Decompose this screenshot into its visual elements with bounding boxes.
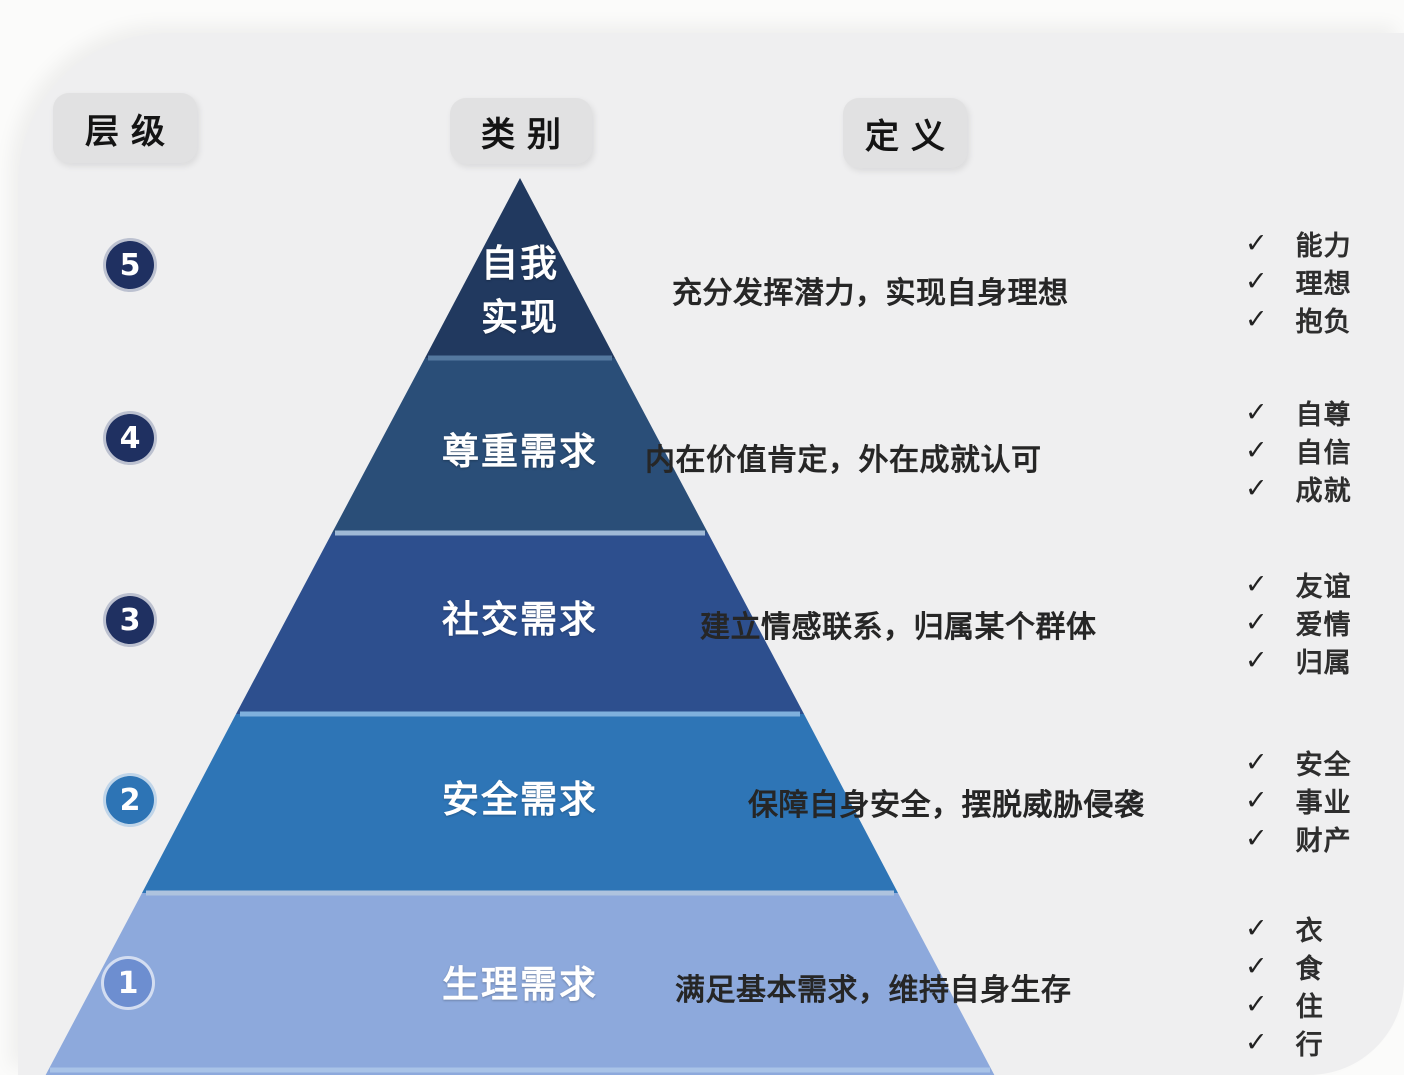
keyword-label: 安全 xyxy=(1295,750,1352,781)
check-icon: ✓ xyxy=(1245,785,1268,816)
keyword-item: ✓ 自信 xyxy=(1245,431,1352,470)
keyword-item: ✓食 xyxy=(1245,947,1324,986)
check-icon: ✓ xyxy=(1245,747,1268,778)
level-number-badge: 4 xyxy=(103,411,157,465)
pyramid-level-label: 社交需求 xyxy=(442,598,598,641)
keyword-label: 爱情 xyxy=(1295,610,1352,641)
pyramid-level-label: 生理需求 xyxy=(442,963,598,1006)
keyword-item: ✓ 自尊 xyxy=(1245,393,1352,432)
keyword-item: ✓ 事业 xyxy=(1245,781,1352,820)
keyword-item: ✓ 爱情 xyxy=(1245,603,1352,642)
pyramid-level-label: 尊重需求 xyxy=(442,430,598,473)
check-icon: ✓ xyxy=(1245,266,1268,297)
keyword-label: 事业 xyxy=(1295,788,1352,819)
check-icon: ✓ xyxy=(1245,397,1268,428)
keyword-label: 友谊 xyxy=(1295,572,1352,603)
check-icon: ✓ xyxy=(1245,304,1268,335)
check-icon: ✓ xyxy=(1245,989,1268,1020)
check-icon: ✓ xyxy=(1245,435,1268,466)
keyword-label: 住 xyxy=(1295,992,1324,1023)
pyramid-band-4 xyxy=(332,358,708,533)
check-icon: ✓ xyxy=(1245,569,1268,600)
level-definition: 充分发挥潜力，实现自身理想 xyxy=(672,276,1069,311)
check-icon: ✓ xyxy=(1245,913,1268,944)
keyword-label: 行 xyxy=(1295,1030,1324,1061)
level-number-badge: 1 xyxy=(101,956,155,1010)
level-definition: 建立情感联系，归属某个群体 xyxy=(700,610,1097,645)
keyword-item: ✓行 xyxy=(1245,1023,1324,1062)
level-definition: 满足基本需求，维持自身生存 xyxy=(675,973,1072,1008)
check-icon: ✓ xyxy=(1245,473,1268,504)
keyword-item: ✓ 归属 xyxy=(1245,641,1352,680)
level-definition: 内在价值肯定，外在成就认可 xyxy=(645,443,1042,478)
check-icon: ✓ xyxy=(1245,645,1268,676)
pyramid-band-3 xyxy=(236,533,804,714)
keyword-label: 理想 xyxy=(1295,269,1352,300)
level-number-badge: 5 xyxy=(103,238,157,292)
column-header-definition: 定义 xyxy=(843,98,967,168)
check-icon: ✓ xyxy=(1245,607,1268,638)
column-header-level: 层级 xyxy=(53,93,197,163)
keyword-label: 能力 xyxy=(1295,231,1352,262)
keyword-item: ✓住 xyxy=(1245,985,1324,1024)
check-icon: ✓ xyxy=(1245,823,1268,854)
keyword-item: ✓ 能力 xyxy=(1245,224,1352,263)
keyword-item: ✓ 成就 xyxy=(1245,469,1352,508)
pyramid-band-1 xyxy=(45,893,995,1075)
keyword-item: ✓ 财产 xyxy=(1245,819,1352,858)
pyramid-band-5 xyxy=(425,178,615,358)
level-number-badge: 2 xyxy=(103,773,157,827)
keyword-label: 抱负 xyxy=(1295,307,1352,338)
pyramid-band-2 xyxy=(142,714,898,893)
column-header-category: 类别 xyxy=(450,98,592,164)
keyword-item: ✓ 友谊 xyxy=(1245,565,1352,604)
pyramid-level-label: 安全需求 xyxy=(442,778,598,821)
level-definition: 保障自身安全，摆脱威胁侵袭 xyxy=(748,788,1145,823)
keyword-item: ✓衣 xyxy=(1245,909,1324,948)
level-number-badge: 3 xyxy=(103,593,157,647)
keyword-label: 归属 xyxy=(1295,648,1352,679)
check-icon: ✓ xyxy=(1245,1027,1268,1058)
keyword-label: 财产 xyxy=(1295,826,1352,857)
check-icon: ✓ xyxy=(1245,951,1268,982)
keyword-label: 自尊 xyxy=(1295,400,1352,431)
pyramid-level-label: 自我 实现 xyxy=(481,242,559,339)
keyword-item: ✓ 抱负 xyxy=(1245,300,1352,339)
keyword-label: 自信 xyxy=(1295,438,1352,469)
keyword-label: 食 xyxy=(1295,954,1324,985)
keyword-label: 衣 xyxy=(1295,916,1324,947)
check-icon: ✓ xyxy=(1245,228,1268,259)
keyword-item: ✓ 理想 xyxy=(1245,262,1352,301)
keyword-item: ✓ 安全 xyxy=(1245,743,1352,782)
keyword-label: 成就 xyxy=(1295,476,1352,507)
